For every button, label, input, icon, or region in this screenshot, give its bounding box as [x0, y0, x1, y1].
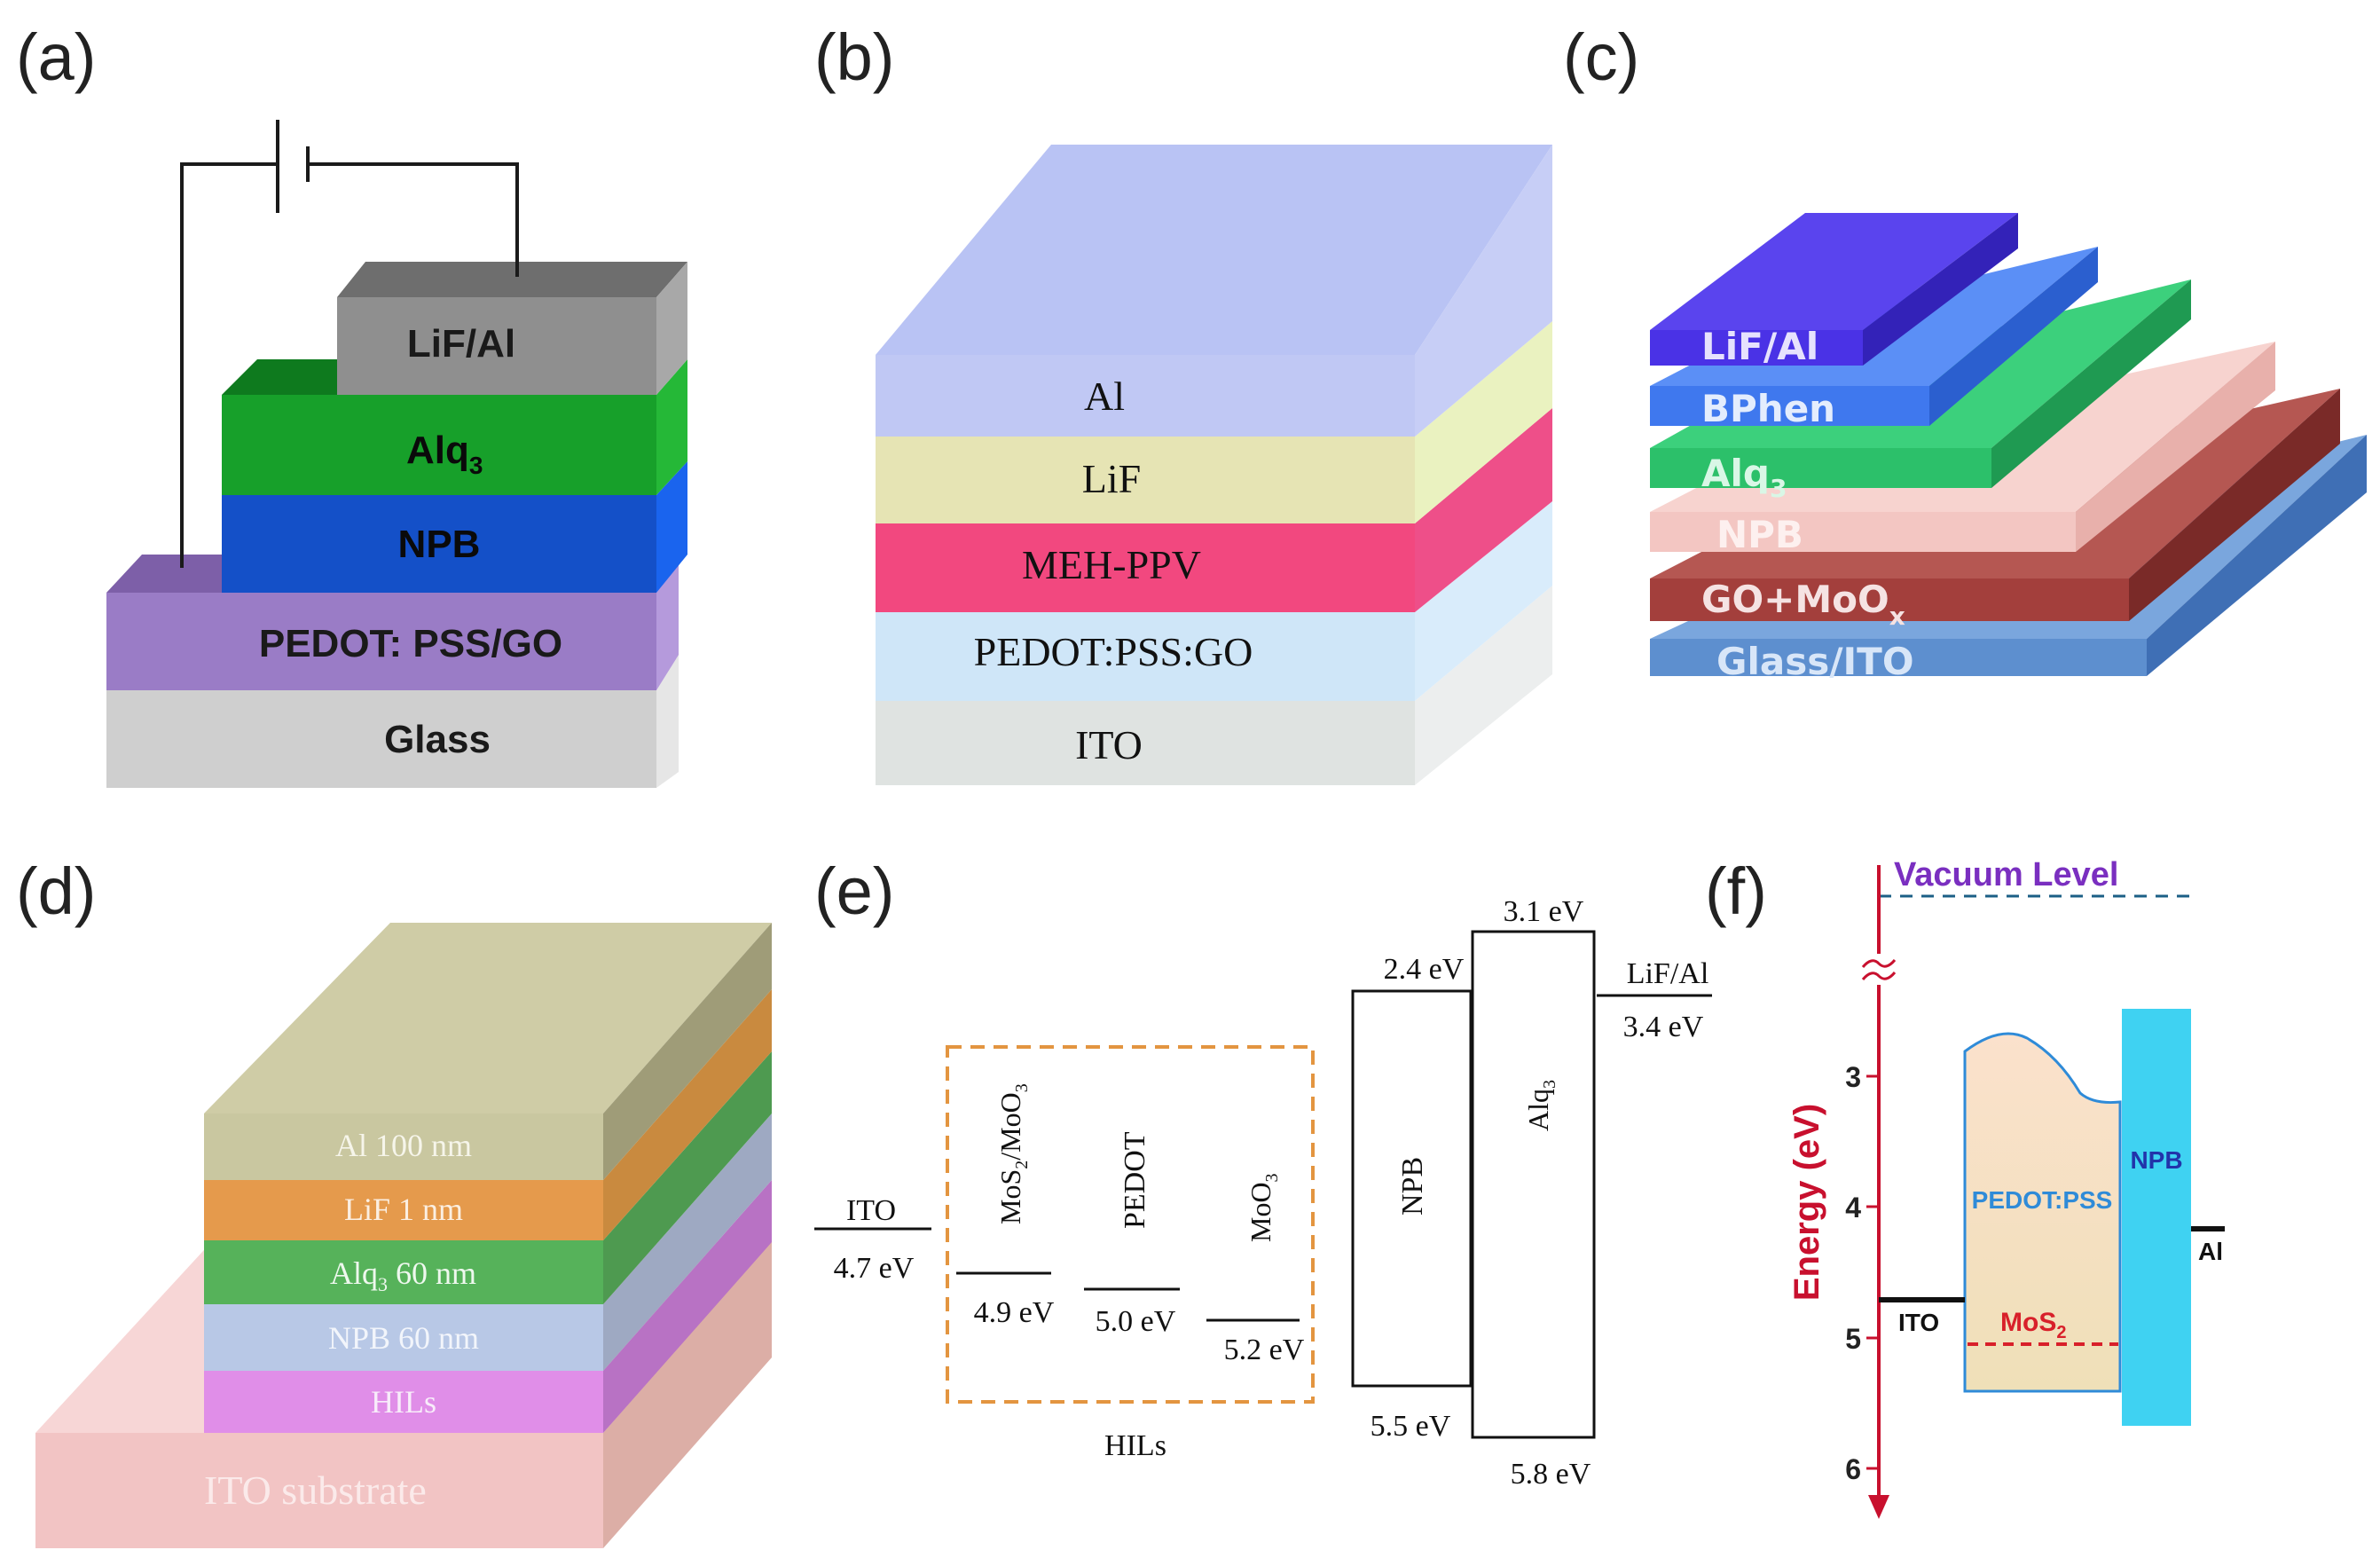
layer-go-moox-label: GO+MoOx — [1701, 578, 1905, 631]
layer-ito-substrate-label: ITO substrate — [204, 1468, 427, 1513]
pedot-pss-region — [1963, 1032, 2122, 1393]
tick-label-6: 6 — [1845, 1453, 1861, 1485]
alq3-homo: 5.8 eV — [1511, 1458, 1591, 1491]
alq3-lumo: 3.1 eV — [1504, 895, 1584, 928]
axis-arrow-icon — [1868, 1495, 1889, 1519]
energy-axis-title: Energy (eV) — [1787, 1104, 1826, 1301]
layer-lifal-c-label: LiF/Al — [1701, 325, 1818, 368]
layer-lif-label: LiF — [1082, 456, 1141, 501]
layer-glass-ito-label: Glass/ITO — [1716, 640, 1914, 683]
mos2-label-f: MoS2 — [2000, 1308, 2066, 1342]
alq3-box — [1471, 930, 1596, 1439]
ito-label-f: ITO — [1898, 1309, 1939, 1336]
layer-meh-label: MEH-PPV — [1022, 542, 1201, 587]
npb-label-e: NPB — [1396, 1157, 1429, 1216]
panel-b-label: (b) — [814, 20, 894, 94]
layer-al: Al — [876, 145, 1552, 437]
layer-alq3-d-label: Alq3 60 nm — [330, 1255, 476, 1295]
layer-glass: Glass — [106, 639, 679, 788]
cathode-label: LiF/Al — [1627, 957, 1709, 990]
npb-lumo: 2.4 eV — [1384, 953, 1465, 986]
pedot-label-e: PEDOT — [1119, 1131, 1151, 1229]
layer-lif-d: LiF 1 nm — [204, 989, 772, 1240]
mos2-moo3-label: MoS2/MoO3 — [994, 1083, 1032, 1224]
layer-npb-d: NPB 60 nm — [204, 1113, 772, 1371]
panel-a: (a) Glass PEDOT: PSS/GO NPB Alq3 — [16, 20, 687, 788]
panel-e-label: (e) — [814, 854, 894, 928]
layer-hils: HILs — [204, 1180, 772, 1433]
panel-c-label: (c) — [1563, 20, 1639, 94]
panel-e: (e) ITO 4.7 eV HILs MoS2/MoO3 4.9 eV PED… — [814, 854, 1712, 1491]
layer-pedot-pss-go: PEDOT:PSS:GO — [876, 501, 1552, 701]
layer-alq3-d: Alq3 60 nm — [204, 1051, 772, 1304]
ito-label: ITO — [846, 1194, 896, 1227]
layer-glass-label: Glass — [384, 718, 491, 761]
mos2-value: 4.9 eV — [974, 1296, 1055, 1329]
layer-lifal-label: LiF/Al — [407, 322, 515, 366]
alq3-label-e: Alq3 — [1522, 1080, 1559, 1131]
moo3-label: MoO3 — [1245, 1173, 1282, 1242]
panel-c: (c) Glass/ITO GO+MoOx NPB Alq3 — [1563, 20, 2367, 683]
moo3-value: 5.2 eV — [1224, 1334, 1305, 1366]
pedot-value: 5.0 eV — [1096, 1305, 1176, 1338]
tick-label-5: 5 — [1845, 1323, 1861, 1355]
layer-npb-label: NPB — [398, 523, 481, 566]
pedot-pss-label: PEDOT:PSS — [1972, 1186, 2113, 1214]
layer-alq3: Alq3 — [222, 359, 687, 495]
layer-ito-label: ITO — [1075, 722, 1143, 767]
npb-column — [2122, 1009, 2191, 1426]
layer-lif-d-label: LiF 1 nm — [344, 1192, 463, 1227]
layer-al-d-label: Al 100 nm — [335, 1128, 472, 1163]
tick-label-3: 3 — [1845, 1061, 1861, 1093]
panel-d: (d) ITO substrate HILs NPB 60 nm Alq3 60… — [16, 854, 772, 1548]
layer-al-d: Al 100 nm — [204, 923, 772, 1180]
panel-d-label: (d) — [16, 854, 96, 928]
axis-ticks — [1866, 1074, 1879, 1470]
layer-al-label: Al — [1084, 374, 1125, 419]
layer-pedot-label: PEDOT:PSS:GO — [974, 629, 1253, 674]
npb-box — [1351, 989, 1473, 1388]
layer-alq3-c-label: Alq3 — [1701, 452, 1787, 503]
cathode-value: 3.4 eV — [1623, 1011, 1704, 1043]
layer-pedot-label: PEDOT: PSS/GO — [259, 622, 562, 665]
layer-npb: NPB — [222, 461, 687, 593]
axis-break-icon — [1861, 959, 1897, 980]
hils-box — [946, 1045, 1315, 1404]
layer-hils-label: HILs — [371, 1384, 436, 1420]
npb-label-f: NPB — [2130, 1146, 2182, 1174]
layer-lifal: LiF/Al — [337, 262, 687, 395]
layer-bphen-label: BPhen — [1701, 387, 1835, 430]
layer-ito: ITO — [876, 586, 1552, 785]
npb-homo: 5.5 eV — [1371, 1410, 1451, 1443]
layer-npb-d-label: NPB 60 nm — [328, 1320, 479, 1356]
layer-alq3-label: Alq3 — [406, 429, 483, 479]
panel-b: (b) ITO PEDOT:PSS:GO MEH-PPV LiF — [814, 20, 1552, 785]
vacuum-level-label: Vacuum Level — [1894, 856, 2118, 893]
layer-npb-c-label: NPB — [1716, 513, 1803, 556]
circuit-wire — [180, 120, 519, 568]
tick-label-4: 4 — [1845, 1192, 1861, 1224]
ito-value: 4.7 eV — [834, 1252, 915, 1285]
panel-f: (f) Vacuum Level 3 4 5 6 Energy (eV) PED… — [1705, 854, 2225, 1519]
panel-f-label: (f) — [1705, 854, 1767, 928]
layer-meh-ppv: MEH-PPV — [876, 408, 1552, 612]
hils-label: HILs — [1104, 1429, 1166, 1462]
panel-a-label: (a) — [16, 20, 96, 94]
al-label-f: Al — [2198, 1238, 2223, 1265]
layer-lifal-c: LiF/Al — [1650, 213, 2018, 368]
layer-lif: LiF — [876, 321, 1552, 523]
